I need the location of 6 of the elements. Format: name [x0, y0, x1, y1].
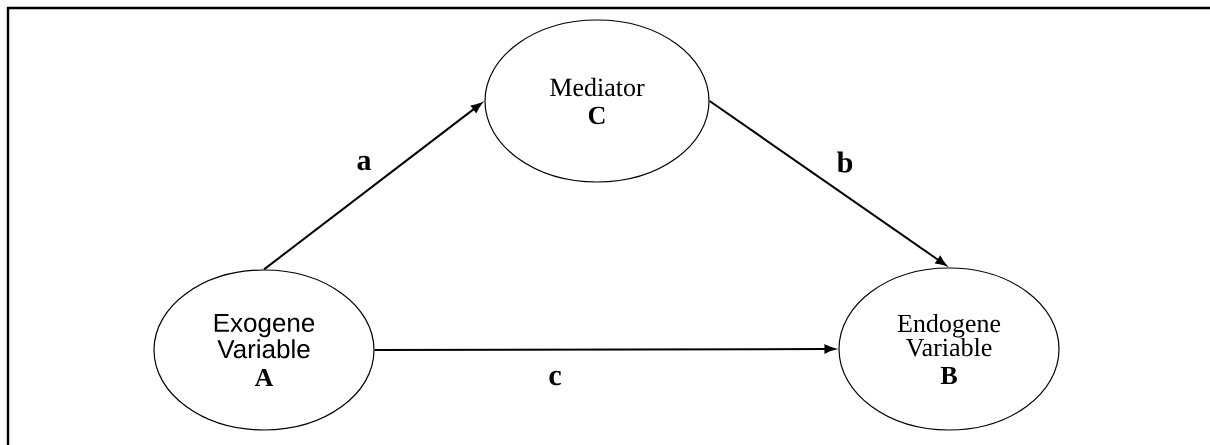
arrow: [373, 344, 836, 354]
edge-label: c: [546, 368, 564, 388]
edge-label: a: [354, 153, 374, 173]
arrow: [708, 100, 947, 266]
edge-label: b: [834, 149, 856, 175]
arrow: [263, 102, 482, 271]
